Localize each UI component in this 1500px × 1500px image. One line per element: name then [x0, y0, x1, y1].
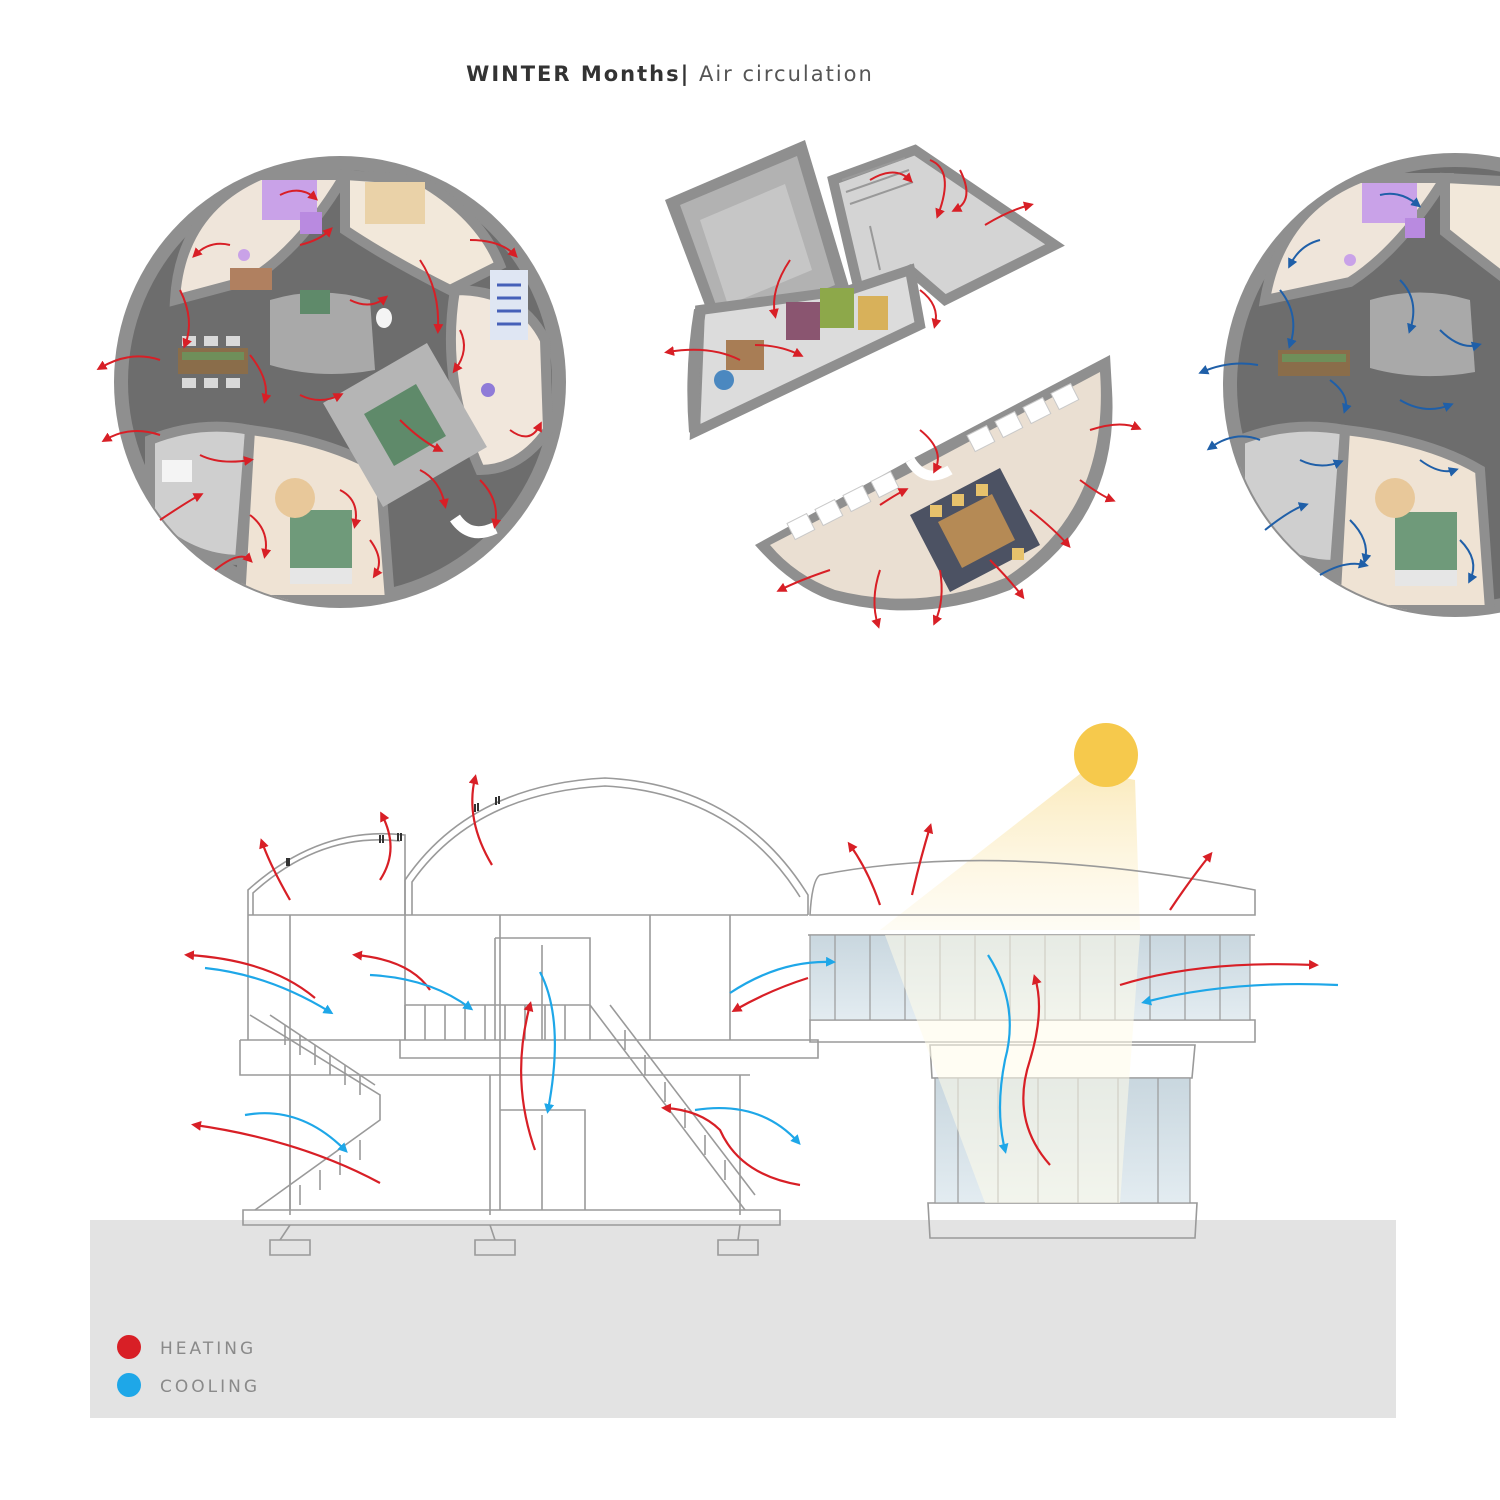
- legend-heating-swatch: [117, 1335, 141, 1359]
- ground-block: [90, 1220, 1396, 1418]
- light-wash: [885, 935, 1140, 1203]
- legend-cooling-label: COOLING: [160, 1377, 260, 1397]
- floor-plan-upper-half: [665, 140, 1065, 441]
- plan-cooling-arrows: [1198, 192, 1482, 584]
- legend: HEATING COOLING: [117, 1335, 260, 1397]
- section-heating-arrows: [184, 774, 1319, 1187]
- plan-heating-arrows: [96, 159, 1142, 629]
- roof-vents: [286, 796, 500, 866]
- title-bold: WINTER Months|: [466, 62, 691, 86]
- legend-cooling-swatch: [117, 1373, 141, 1397]
- sun-beam: [880, 770, 1140, 930]
- title-light: Air circulation: [690, 62, 874, 86]
- page-title: WINTER Months| Air circulation: [0, 62, 1340, 86]
- floor-plan-left: [114, 156, 566, 608]
- floor-plan-lower-half: [755, 355, 1113, 611]
- section-cooling-arrows: [204, 954, 1339, 1154]
- legend-heating-label: HEATING: [160, 1339, 256, 1359]
- sun-icon: [1074, 723, 1138, 787]
- floor-plan-right: [1223, 153, 1500, 617]
